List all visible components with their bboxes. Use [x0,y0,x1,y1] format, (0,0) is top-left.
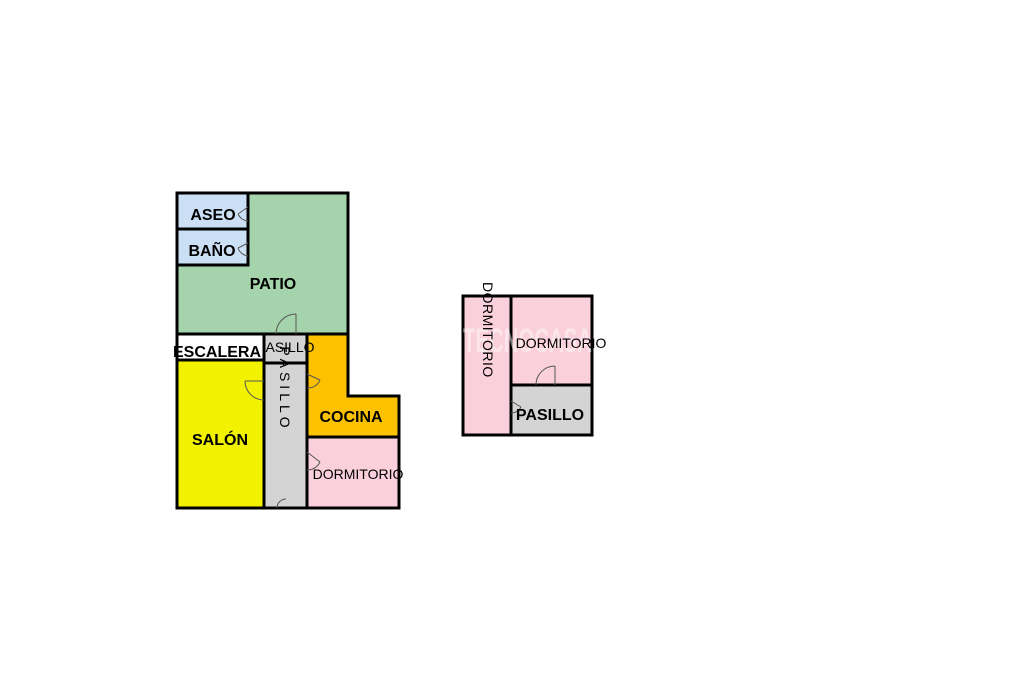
aseo-label: ASEO [190,207,235,224]
dormitorio-label-2: DORMITORIO [516,335,607,351]
salon-label: SALÓN [192,430,248,449]
patio-label: PATIO [250,276,297,293]
pasillo-vertical-label: PASILLO [277,346,293,431]
floor-plan-ground: ASEO BAÑO PATIO ESCALERA ASILLO PASILLO … [173,191,404,510]
door-swings-2 [510,365,556,414]
dormitorio-label: DORMITORIO [313,466,404,482]
door-swings [237,206,321,509]
dormitorio-vertical-room [461,294,513,437]
floor-plan-upper: TECNOCASA DORMITORIO DORMITORIO PASILLO [461,282,607,437]
bano-room [175,227,250,267]
asillo-label: ASILLO [265,339,314,355]
dormitorio-room [305,435,401,510]
escalera-label: ESCALERA [173,344,261,361]
cocina-label: COCINA [319,409,383,426]
pasillo-room-2 [509,383,594,437]
pasillo-label-2: PASILLO [516,407,584,424]
watermark-logo: TECNOCASA [463,322,592,360]
dormitorio-vertical-label: DORMITORIO [480,282,496,378]
bano-label: BAÑO [188,240,235,260]
salon-room [175,358,266,510]
